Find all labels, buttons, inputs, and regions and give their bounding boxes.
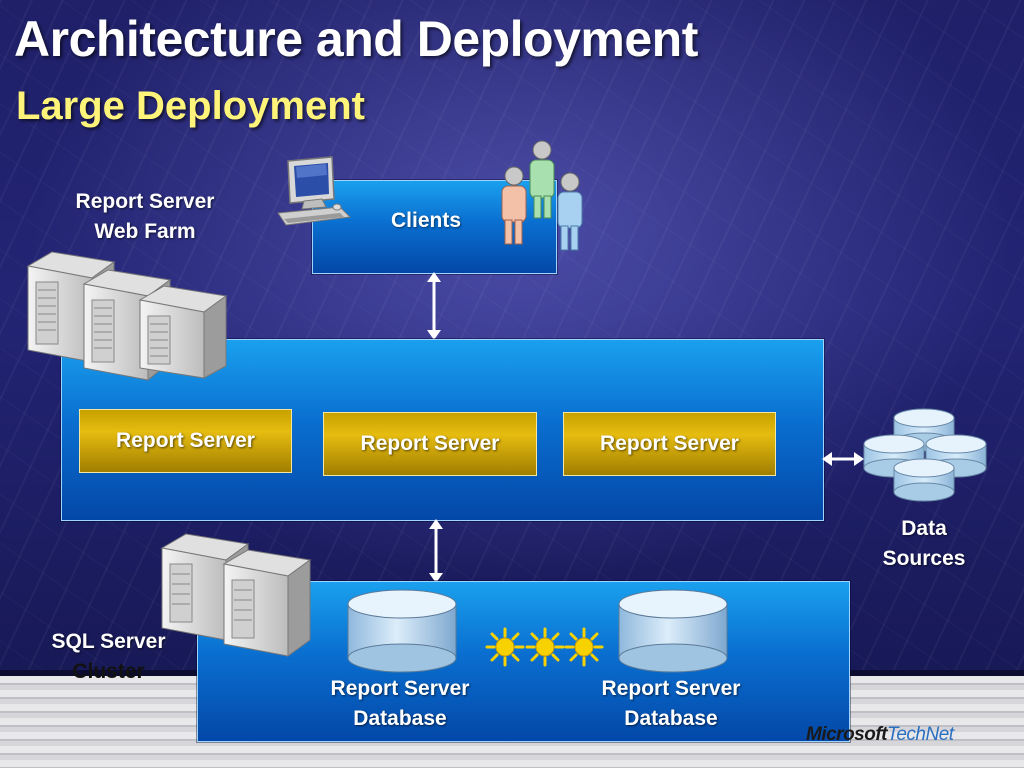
sql-cluster-label: SQL Server Cluster bbox=[26, 627, 191, 687]
database-icon bbox=[618, 589, 728, 673]
brand-logo: MicrosoftTechNet bbox=[806, 724, 954, 746]
computer-icon bbox=[277, 156, 352, 226]
report-server-box-3: Report Server bbox=[563, 412, 776, 476]
clients-label: Clients bbox=[391, 209, 462, 232]
web-farm-label-line1: Report Server bbox=[75, 190, 215, 213]
web-farm-label: Report Server Web Farm bbox=[50, 187, 240, 247]
report-server-box-1: Report Server bbox=[79, 409, 292, 473]
database-label-2-line2: Database bbox=[624, 707, 718, 730]
slide-subtitle: Large Deployment bbox=[16, 84, 365, 128]
double-arrow-icon bbox=[429, 519, 443, 583]
double-arrow-icon bbox=[427, 272, 441, 340]
server-icon bbox=[160, 533, 312, 657]
data-sources-label-line2: Sources bbox=[882, 547, 966, 570]
database-icon bbox=[347, 589, 457, 673]
database-icon bbox=[863, 408, 987, 502]
sun-icon bbox=[525, 627, 565, 667]
sql-cluster-label-line1: SQL Server bbox=[51, 630, 166, 653]
brand-part1: Microsoft bbox=[806, 724, 888, 745]
database-label-2: Report Server Database bbox=[571, 674, 771, 734]
database-label-1-line1: Report Server bbox=[330, 677, 470, 700]
sun-icon bbox=[485, 627, 525, 667]
data-sources-label-line1: Data bbox=[901, 517, 947, 540]
people-icon bbox=[501, 140, 583, 251]
server-icon bbox=[26, 251, 228, 382]
database-label-2-line1: Report Server bbox=[601, 677, 741, 700]
brand-part2: TechNet bbox=[887, 724, 954, 745]
web-farm-label-line2: Web Farm bbox=[94, 220, 196, 243]
database-label-1: Report Server Database bbox=[300, 674, 500, 734]
data-sources-label: Data Sources bbox=[864, 514, 984, 574]
database-label-1-line2: Database bbox=[353, 707, 447, 730]
double-arrow-icon bbox=[822, 452, 864, 466]
sql-cluster-label-line2: Cluster bbox=[72, 660, 145, 683]
slide-title: Architecture and Deployment bbox=[14, 11, 698, 67]
report-server-box-2: Report Server bbox=[323, 412, 537, 476]
sun-icon bbox=[564, 627, 604, 667]
